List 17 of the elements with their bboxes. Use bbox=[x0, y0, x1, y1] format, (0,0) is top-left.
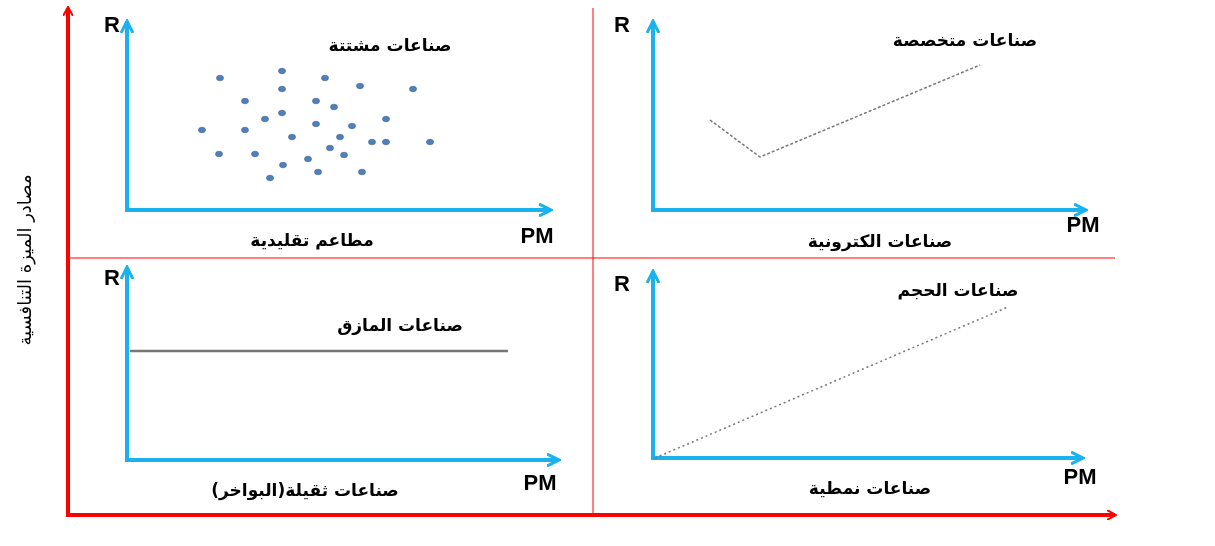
axis-letter: PM bbox=[1066, 212, 1100, 238]
quadrant-title: صناعات المازق bbox=[337, 315, 463, 335]
quadrant-caption: مطاعم تقليدية bbox=[250, 230, 374, 250]
quadrant-title: صناعات متخصصة bbox=[892, 30, 1038, 50]
quadrant-caption: صناعات الكترونية bbox=[807, 231, 953, 251]
axis-letter: R bbox=[104, 12, 120, 38]
axis-title: مصادر الميزة التنافسية bbox=[15, 174, 35, 346]
axis-letter: PM bbox=[520, 223, 554, 249]
axis-letter: PM bbox=[523, 470, 557, 496]
axis-letter: R bbox=[614, 12, 630, 38]
axis-letter: R bbox=[614, 271, 630, 297]
quadrant-title: صناعات مشتتة bbox=[328, 35, 452, 55]
quadrant-caption: صناعات نمطية bbox=[808, 478, 932, 498]
quadrant-caption: صناعات ثقيلة(البواخر) bbox=[211, 480, 399, 500]
axis-letter: PM bbox=[1063, 464, 1097, 490]
axis-letter: R bbox=[104, 265, 120, 291]
quadrant-title: صناعات الحجم bbox=[897, 280, 1019, 300]
